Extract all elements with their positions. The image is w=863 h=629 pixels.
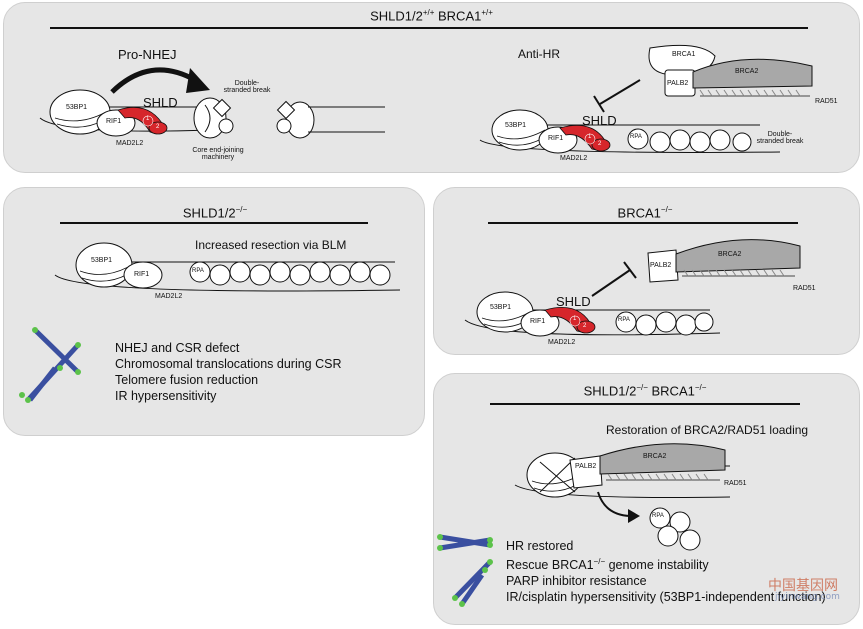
rpa-label-4: RPA [652,513,664,519]
rpa-label-1: RPA [630,134,642,140]
watermark-url: jiyinwang.com [775,592,840,602]
core-machinery-label: Core end-joining machinery [192,147,244,161]
phenotype-item: Telomere fusion reduction [115,373,259,387]
brca2-label-1: BRCA2 [735,68,759,75]
rpa-label-3: RPA [618,317,630,323]
rad51-label-2: RAD51 [793,285,816,292]
phenotype-item: PARP inhibitor resistance [506,574,647,589]
anti-hr-label: Anti-HR [518,47,561,61]
shld2-number-3: 2 [583,323,587,329]
panel-wild-type-title: SHLD1/2+/+ BRCA1+/+ [370,8,493,24]
53bp1-label-3: 53BP1 [91,257,113,264]
phenotype-item: IR hypersensitivity [115,389,217,403]
phenotype-item: Chromosomal translocations during CSR [115,357,342,371]
53bp1-label-4: 53BP1 [490,304,512,311]
double-ko-phenotypes: HR restored Rescue BRCA1−/− genome insta… [506,538,826,605]
panel-brca1-ko-rule [488,222,798,224]
mad2l2-label-1: MAD2L2 [116,140,144,147]
brca2-label-2: BRCA2 [718,251,742,258]
rif1-label-4: RIF1 [530,318,546,325]
rif1-label-2: RIF1 [548,135,564,142]
wild-type-diagram [39,44,813,154]
panel-shld-ko-rule [60,222,368,224]
pro-nhej-label: Pro-NHEJ [118,47,177,62]
shld2-number-2: 2 [598,141,602,147]
rad51-label-3: RAD51 [724,480,747,487]
rpa-label-2: RPA [192,268,204,274]
shld2-number-1: 2 [156,124,160,130]
rad51-label-1: RAD51 [815,98,838,105]
phenotype-item: NHEJ and CSR defect [115,341,240,355]
shld-label-3: SHLD [556,294,591,309]
restoration-note: Restoration of BRCA2/RAD51 loading [606,423,809,437]
53bp1-label-1: 53BP1 [66,104,88,111]
dsb-label-right: Double-stranded break [756,131,804,145]
panel-brca1-ko-title: BRCA1−/− [617,205,673,221]
shld1-number-3: 1 [573,316,577,322]
phenotype-item: HR restored [506,539,574,553]
shld-label-1: SHLD [143,95,178,110]
shld-label-2: SHLD [582,113,617,128]
palb2-label-2: PALB2 [650,262,672,269]
panel-shld-ko [3,187,425,436]
phenotype-item: IR/cisplatin hypersensitivity (53BP1-ind… [506,590,826,605]
panel-wild-type-rule [50,27,808,29]
mad2l2-label-3: MAD2L2 [155,293,183,300]
palb2-label-1: PALB2 [667,80,689,87]
rif1-label-3: RIF1 [134,271,150,278]
rif1-label-1: RIF1 [106,118,122,125]
panel-shld-ko-title: SHLD1/2−/− [182,205,248,221]
panel-double-ko-rule [490,403,800,405]
watermark-cn: 中国基因网 [768,578,838,594]
53bp1-label-2: 53BP1 [505,122,527,129]
brca1-label: BRCA1 [672,51,696,58]
shld-ko-phenotypes: NHEJ and CSR defect Chromosomal transloc… [115,340,341,404]
panel-double-ko-title: SHLD1/2−/− BRCA1−/− [583,383,707,399]
palb2-label-3: PALB2 [575,463,597,470]
shld1-number-1: 1 [146,116,150,122]
phenotype-item: Rescue BRCA1−/− genome instability [506,557,709,573]
mad2l2-label-2: MAD2L2 [560,155,588,162]
panel-double-ko [433,373,860,625]
increased-resection-note: Increased resection via BLM [195,238,347,252]
shld1-number-2: 1 [588,134,592,140]
brca2-label-3: BRCA2 [643,453,667,460]
mad2l2-label-4: MAD2L2 [548,339,576,346]
dsb-label-left: Double-stranded break [223,80,271,94]
